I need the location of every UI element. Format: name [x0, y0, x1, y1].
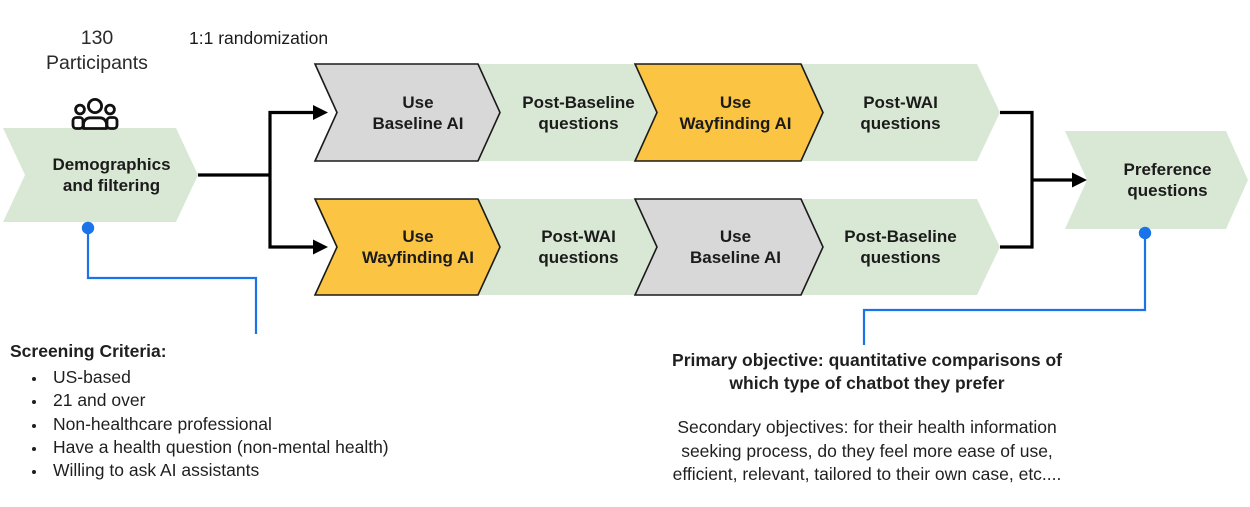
callout-dot-demographics [81, 221, 95, 235]
screening-item: 21 and over [47, 389, 450, 412]
chevron-demographics [3, 128, 198, 222]
arrow-to-row1 [313, 105, 328, 120]
screening-item: Have a health question (non-mental healt… [47, 436, 450, 459]
arrow-to-preference [1072, 172, 1087, 188]
secondary-objective-text: Secondary objectives: for their health i… [672, 417, 1062, 484]
chevron-row2-post-baseline [801, 199, 1000, 295]
callout-line-screening [86, 229, 258, 334]
chevron-preference [1065, 131, 1248, 229]
chevron-row1-use-wayfinding [633, 63, 824, 162]
label-preference: Preference questions [1123, 160, 1212, 200]
screening-item: Non-healthcare professional [47, 413, 450, 436]
label-row1-post-wai: Post-WAI questions [860, 92, 941, 133]
primary-objective-text: Primary objective: quantitative comparis… [672, 350, 1062, 393]
label-row2-use-wayfinding: Use Wayfinding AI [361, 227, 475, 267]
chevron-row1-post-baseline [478, 64, 657, 161]
screening-list: US-based 21 and over Non-healthcare prof… [10, 366, 450, 482]
chevron-row1-post-wai [801, 64, 1000, 161]
callout-dot-preference [1138, 226, 1152, 240]
screening-criteria-block: Screening Criteria: US-based 21 and over… [10, 341, 450, 482]
screening-item: Willing to ask AI assistants [47, 459, 450, 482]
screening-title: Screening Criteria: [10, 341, 167, 361]
label-row1-use-baseline: Use Baseline AI [372, 92, 464, 133]
label-demographics: Demographics and filtering [52, 155, 171, 195]
label-row2-post-baseline: Post-Baseline questions [844, 227, 957, 267]
label-row2-use-baseline: Use Baseline AI [689, 227, 782, 267]
chevron-row2-use-baseline [633, 198, 824, 296]
label-row1-use-wayfinding: Use Wayfinding AI [679, 92, 792, 133]
label-row2-post-wai: Post-WAI questions [538, 227, 619, 267]
screening-item: US-based [47, 366, 450, 389]
label-row1-post-baseline: Post-Baseline questions [522, 92, 635, 133]
randomization-label: 1:1 randomization [189, 28, 329, 48]
objectives-block: Primary objective: quantitative comparis… [643, 349, 1091, 487]
people-group-icon [71, 96, 119, 131]
callout-line-objectives [862, 234, 1147, 345]
chevron-row1-use-baseline [313, 63, 501, 162]
chevron-row2-use-wayfinding [313, 198, 501, 296]
participant-count: 130 Participants [46, 27, 148, 74]
connector-lines [198, 110, 1072, 249]
chevron-row2-post-wai [478, 199, 657, 295]
arrow-to-row2 [313, 239, 328, 255]
